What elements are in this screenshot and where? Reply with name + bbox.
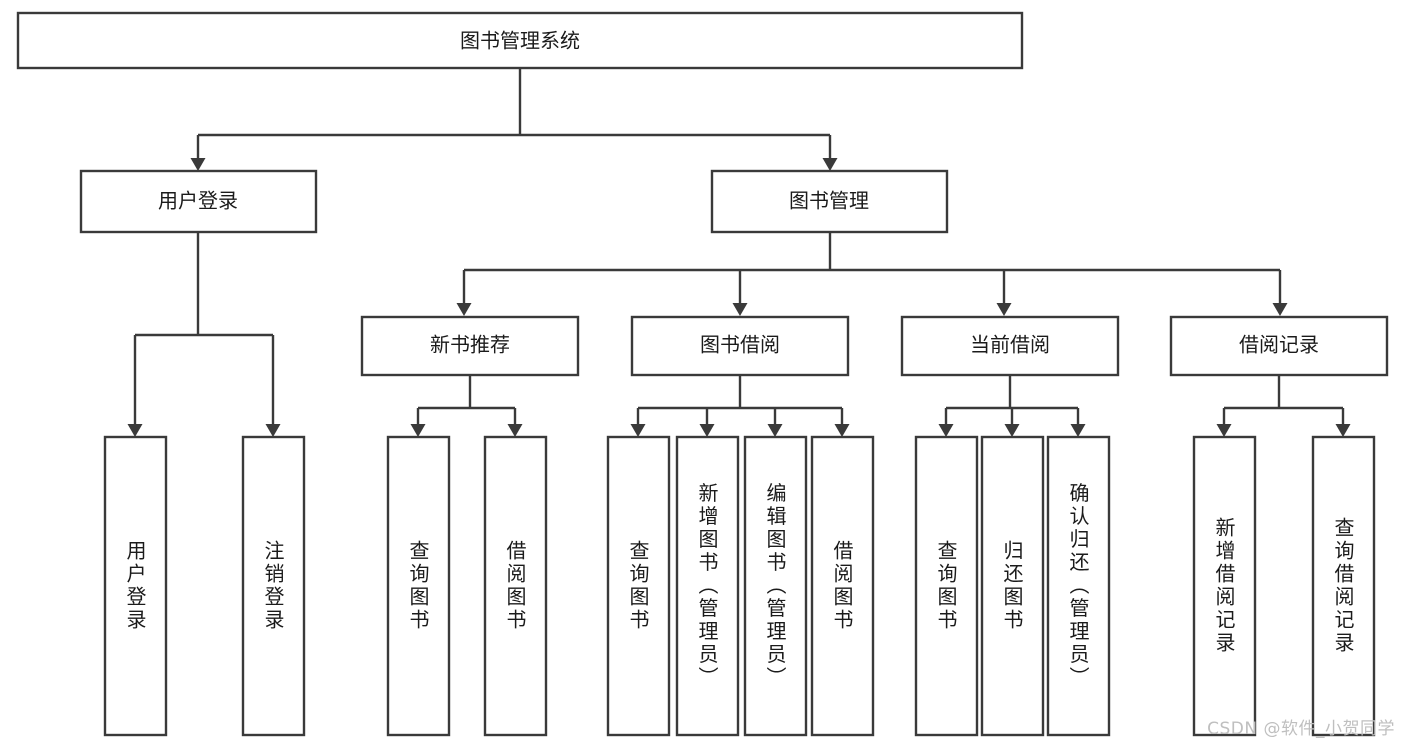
node-leaf-book-borrow-2-box	[675, 435, 740, 737]
node-leaf-book-borrow-4-label: 借阅图书	[830, 540, 854, 632]
node-current-borrow-box	[900, 315, 1120, 377]
node-leaf-book-borrow-4[interactable]: 借阅图书	[810, 435, 875, 737]
node-leaf-book-borrow-1-label: 查询图书	[626, 540, 650, 632]
node-leaf-new-book-1-label: 查询图书	[406, 540, 430, 632]
arrow-head-book-borrow	[732, 303, 748, 316]
node-leaf-user-login-1-box	[103, 435, 168, 737]
node-user-login-box	[79, 169, 318, 234]
node-leaf-current-borrow-2-box	[980, 435, 1045, 737]
arrow-head-borrow-record	[1272, 303, 1288, 316]
node-leaf-current-borrow-3-label: 确认归还（管理员）	[1066, 482, 1090, 689]
node-leaf-borrow-record-1[interactable]: 新增借阅记录	[1192, 435, 1257, 737]
arrow-head-new-book-leaf-2	[507, 424, 523, 437]
node-leaf-current-borrow-3[interactable]: 确认归还（管理员）	[1046, 435, 1111, 737]
node-current-borrow-label: 当前借阅	[970, 333, 1050, 357]
node-book-management[interactable]: 图书管理	[710, 169, 949, 234]
node-leaf-book-borrow-3-box	[743, 435, 808, 737]
node-leaf-current-borrow-3-box	[1046, 435, 1111, 737]
node-book-borrow[interactable]: 图书借阅	[630, 315, 850, 377]
node-new-book-recommend[interactable]: 新书推荐	[360, 315, 580, 377]
node-borrow-record-label: 借阅记录	[1239, 333, 1319, 357]
node-leaf-book-borrow-2-label: 新增图书（管理员）	[695, 482, 719, 689]
node-leaf-current-borrow-2-label: 归还图书	[1000, 540, 1024, 632]
node-leaf-user-login-2-box	[241, 435, 306, 737]
arrow-head-borrow-record-leaf-2	[1335, 424, 1351, 437]
arrow-head-current-borrow-leaf-3	[1070, 424, 1086, 437]
node-root-book-management-system[interactable]: 图书管理系统	[16, 11, 1024, 70]
node-leaf-book-borrow-1[interactable]: 查询图书	[606, 435, 671, 737]
node-book-borrow-label: 图书借阅	[700, 333, 780, 357]
node-leaf-book-borrow-3-label: 编辑图书（管理员）	[763, 482, 787, 689]
node-new-book-recommend-label: 新书推荐	[430, 333, 510, 357]
node-leaf-new-book-2-box	[483, 435, 548, 737]
arrow-head-user-login	[190, 158, 206, 171]
node-leaf-borrow-record-1-box	[1192, 435, 1257, 737]
node-leaf-borrow-record-2-box	[1311, 435, 1376, 737]
node-leaf-current-borrow-2[interactable]: 归还图书	[980, 435, 1045, 737]
node-leaf-book-borrow-3[interactable]: 编辑图书（管理员）	[743, 435, 808, 737]
arrow-head-book-borrow-leaf-4	[834, 424, 850, 437]
arrow-head-book-manage	[822, 158, 838, 171]
node-leaf-user-login-2-label: 注销登录	[261, 540, 285, 632]
node-leaf-book-borrow-4-box	[810, 435, 875, 737]
node-leaf-new-book-1[interactable]: 查询图书	[386, 435, 451, 737]
arrow-head-current-borrow-leaf-2	[1004, 424, 1020, 437]
node-book-management-label: 图书管理	[789, 189, 869, 213]
node-leaf-book-borrow-2[interactable]: 新增图书（管理员）	[675, 435, 740, 737]
arrow-head-user-login-leaf-2	[265, 424, 281, 437]
node-leaf-new-book-2-label: 借阅图书	[503, 540, 527, 632]
node-book-management-box	[710, 169, 949, 234]
node-book-borrow-box	[630, 315, 850, 377]
node-leaf-current-borrow-1-label: 查询图书	[934, 540, 958, 632]
node-borrow-record[interactable]: 借阅记录	[1169, 315, 1389, 377]
node-new-book-recommend-box	[360, 315, 580, 377]
node-root-label: 图书管理系统	[460, 29, 580, 53]
node-user-login-label: 用户登录	[158, 189, 238, 213]
arrow-head-book-borrow-leaf-3	[767, 424, 783, 437]
node-current-borrow[interactable]: 当前借阅	[900, 315, 1120, 377]
arrow-head-borrow-record-leaf-1	[1216, 424, 1232, 437]
arrow-head-new-book-leaf-1	[410, 424, 426, 437]
node-leaf-borrow-record-2-label: 查询借阅记录	[1331, 517, 1355, 655]
node-leaf-user-login-2[interactable]: 注销登录	[241, 435, 306, 737]
node-leaf-current-borrow-1[interactable]: 查询图书	[914, 435, 979, 737]
node-root-box	[16, 11, 1024, 70]
arrow-head-new-book	[456, 303, 472, 316]
node-user-login[interactable]: 用户登录	[79, 169, 318, 234]
arrow-head-current-borrow	[996, 303, 1012, 316]
arrow-head-current-borrow-leaf-1	[938, 424, 954, 437]
node-leaf-user-login-1[interactable]: 用户登录	[103, 435, 168, 737]
arrow-head-user-login-leaf-1	[127, 424, 143, 437]
node-leaf-current-borrow-1-box	[914, 435, 979, 737]
arrow-head-book-borrow-leaf-2	[699, 424, 715, 437]
node-leaf-user-login-1-label: 用户登录	[123, 540, 147, 632]
node-leaf-book-borrow-1-box	[606, 435, 671, 737]
arrow-head-book-borrow-leaf-1	[630, 424, 646, 437]
node-leaf-borrow-record-2[interactable]: 查询借阅记录	[1311, 435, 1376, 737]
node-leaf-new-book-1-box	[386, 435, 451, 737]
connectors-layer	[127, 68, 1351, 437]
node-leaf-borrow-record-1-label: 新增借阅记录	[1212, 517, 1236, 655]
node-leaf-new-book-2[interactable]: 借阅图书	[483, 435, 548, 737]
node-borrow-record-box	[1169, 315, 1389, 377]
